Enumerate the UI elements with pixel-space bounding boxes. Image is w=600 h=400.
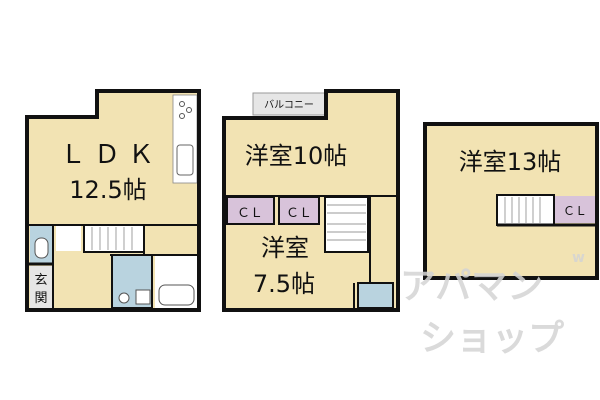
closet-label: ＣＬ — [286, 206, 312, 221]
room-10-label: 洋室10帖 — [245, 142, 348, 170]
stairs-3f — [496, 194, 555, 226]
room-7-5-size: 7.5帖 — [253, 270, 315, 298]
washbasin-icon — [118, 292, 130, 304]
sink-icon — [176, 144, 194, 176]
watermark-logo: アパマン w ショップ — [400, 250, 585, 359]
floor-1: 玄 関 ＬＤＫ 12.5帖 — [25, 89, 201, 312]
floor-3: ＣＬ 洋室13帖 — [423, 122, 599, 280]
watermark-text: アパマン — [400, 266, 543, 307]
toilet-2f — [357, 282, 394, 309]
room-7-5-label: 洋室 — [261, 234, 309, 262]
stairs-2f — [324, 196, 369, 253]
balcony-label: バルコニー — [264, 99, 314, 111]
ldk-label: ＬＤＫ — [60, 140, 162, 170]
genkan-label: 玄 — [34, 273, 47, 288]
closet-label: ＣＬ — [563, 204, 587, 218]
stairs-1f — [83, 224, 145, 253]
closet-label: ＣＬ — [237, 206, 263, 221]
floor-2: バルコニー ＣＬ ＣＬ 洋室10帖 洋室 7.5帖 — [222, 89, 400, 312]
stove-icon — [179, 101, 185, 107]
watermark-text: ショップ — [420, 318, 564, 359]
closet-2 — [278, 196, 320, 225]
genkan-label: 関 — [34, 291, 47, 306]
ldk-size: 12.5帖 — [69, 176, 146, 204]
closet-3f — [555, 196, 596, 223]
room-13-label: 洋室13帖 — [459, 148, 562, 176]
watermark-mark: w — [572, 250, 585, 266]
genkan — [30, 266, 52, 308]
bathtub-icon — [158, 284, 195, 306]
toilet-icon — [34, 237, 49, 259]
